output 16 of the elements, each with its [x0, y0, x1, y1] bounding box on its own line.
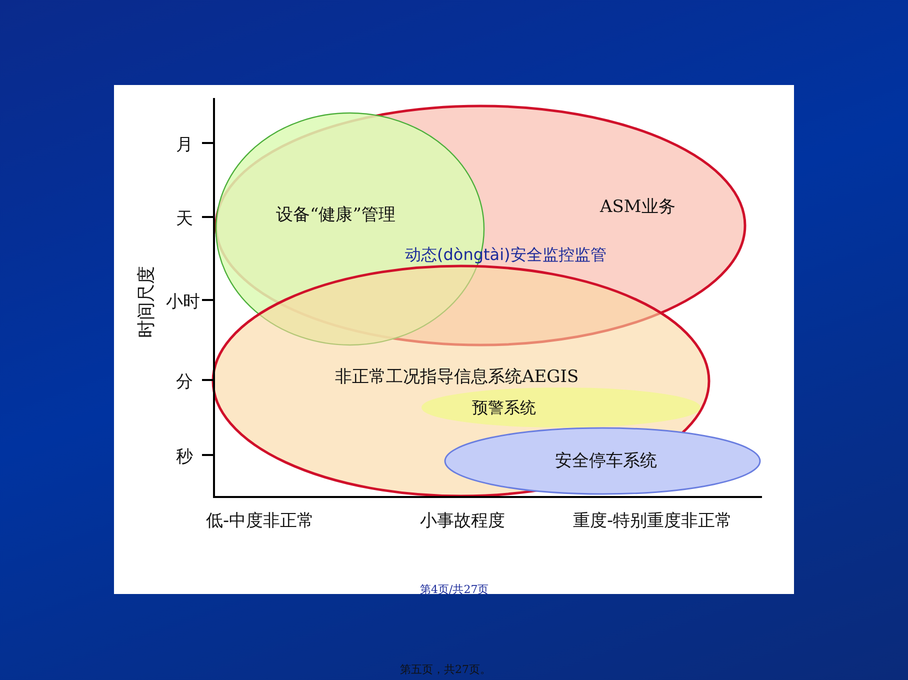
text-label: 分 — [176, 371, 193, 393]
region-label: 非正常工况指导信息系统AEGIS — [335, 366, 579, 388]
text-label: 第4页/共27页 — [420, 582, 489, 597]
region-label: 安全停车系统 — [555, 450, 657, 472]
text-label: 小时 — [166, 291, 200, 313]
axis-title: 时间尺度 — [135, 266, 158, 338]
text-label: 天 — [176, 208, 193, 230]
text-label: 小事故程度 — [420, 510, 505, 532]
text-label: 低-中度非正常 — [206, 510, 314, 532]
region-label: 预警系统 — [472, 398, 536, 419]
text-label: 重度-特别重度非正常 — [573, 510, 732, 532]
region-label: ASM业务 — [600, 196, 676, 218]
text-label: 第五页，共27页。 — [400, 662, 491, 677]
text-label: 秒 — [176, 446, 193, 468]
text-label: 月 — [176, 134, 193, 156]
region-label: 设备“健康”管理 — [276, 204, 396, 226]
